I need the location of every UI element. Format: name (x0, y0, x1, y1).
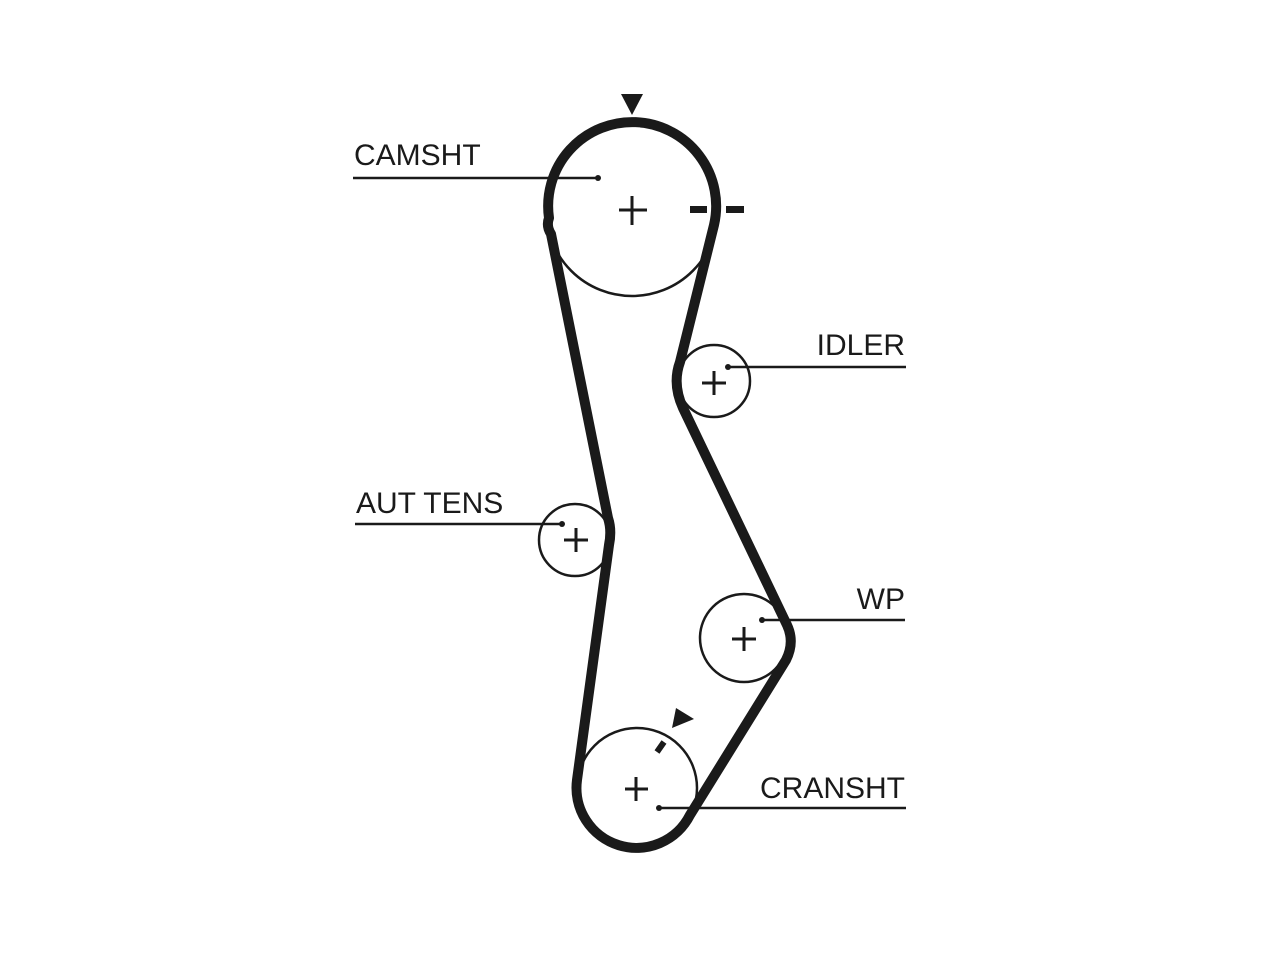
crankshaft-center-cross (625, 777, 648, 801)
idler-leader (725, 364, 906, 370)
water-pump-label: WP (857, 583, 905, 616)
tensioner-center-cross (564, 528, 588, 552)
crankshaft-timing-arrow-icon (672, 708, 694, 728)
camshaft-leader (353, 175, 601, 181)
camshaft-timing-arrow-icon (621, 94, 643, 115)
idler-center-cross (702, 371, 726, 395)
timing-belt (542, 117, 796, 853)
camshaft-label: CAMSHT (354, 139, 481, 172)
crankshaft-leader (656, 805, 906, 811)
camshaft-timing-dash-marks (690, 206, 744, 213)
water-pump-center-cross (732, 627, 756, 651)
water-pump-leader (759, 617, 905, 623)
auto-tensioner-leader (355, 521, 565, 527)
camshaft-center-cross (619, 196, 647, 225)
idler-label: IDLER (817, 329, 905, 362)
crankshaft-label: CRANSHT (760, 772, 905, 805)
auto-tensioner-label: AUT TENS (356, 487, 503, 520)
crankshaft-timing-dash-mark (654, 740, 667, 754)
